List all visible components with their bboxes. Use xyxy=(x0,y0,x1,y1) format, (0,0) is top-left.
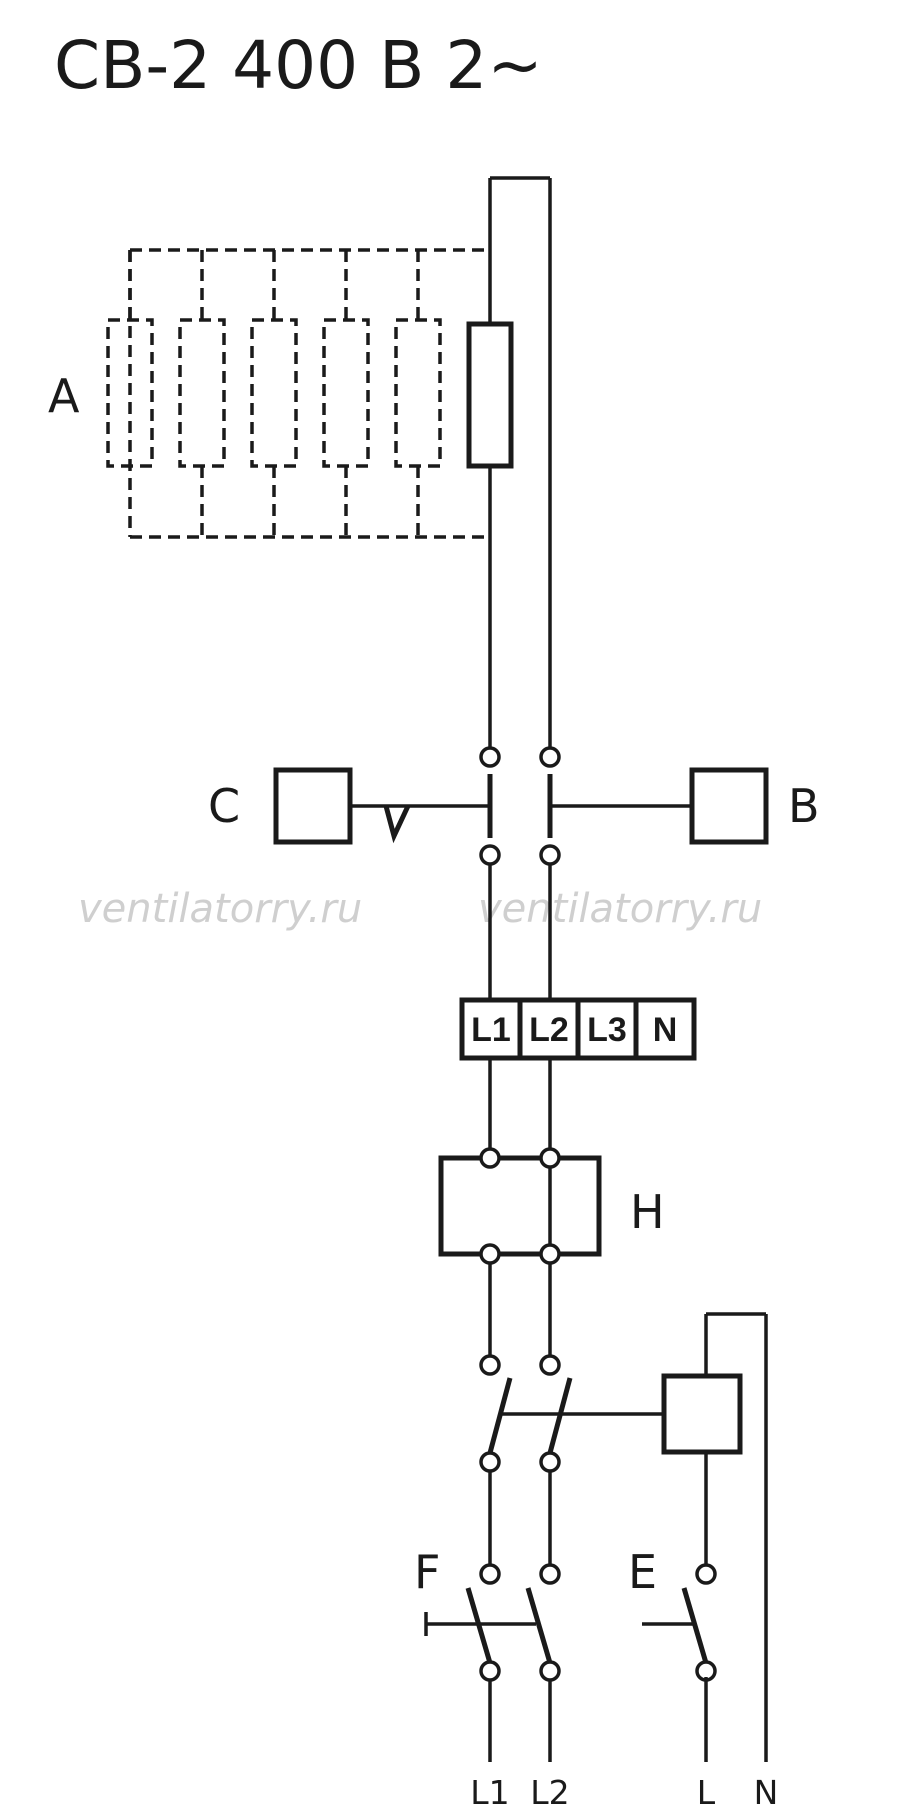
label-f: F xyxy=(414,1545,440,1599)
supply-label-l: L xyxy=(697,1773,716,1812)
label-b: B xyxy=(788,779,820,833)
terminal-block: L1 L2 L3 N xyxy=(459,997,697,1061)
main-wires xyxy=(487,176,553,1762)
terminal-l3: L3 xyxy=(587,1011,627,1049)
optional-heater-elements xyxy=(106,250,442,537)
sensor-b xyxy=(550,767,769,845)
diagram-title: CB-2 400 B 2~ xyxy=(54,27,543,104)
terminal-l1: L1 xyxy=(471,1011,511,1049)
thermal-contacts xyxy=(479,746,561,866)
supply-label-n: N xyxy=(754,1773,779,1812)
device-h xyxy=(438,1147,602,1265)
supply-label-l2: L2 xyxy=(530,1773,569,1812)
terminal-n: N xyxy=(653,1011,678,1049)
contactor-coil xyxy=(661,1312,768,1762)
circuit-breaker-f xyxy=(424,1563,561,1682)
contactor xyxy=(479,1354,664,1473)
overheat-thermostat-c xyxy=(273,767,490,845)
heater-block-a xyxy=(106,248,514,539)
switch-e xyxy=(642,1563,717,1762)
label-c: C xyxy=(208,779,240,833)
label-e: E xyxy=(628,1545,657,1599)
watermark-right: ventilatorry.ru xyxy=(478,886,762,932)
supply-label-l1: L1 xyxy=(470,1773,509,1812)
label-h: H xyxy=(630,1185,665,1239)
label-a: A xyxy=(48,369,80,423)
heater-element xyxy=(466,321,514,469)
watermark-left: ventilatorry.ru xyxy=(78,886,362,932)
terminal-l2: L2 xyxy=(529,1011,569,1049)
